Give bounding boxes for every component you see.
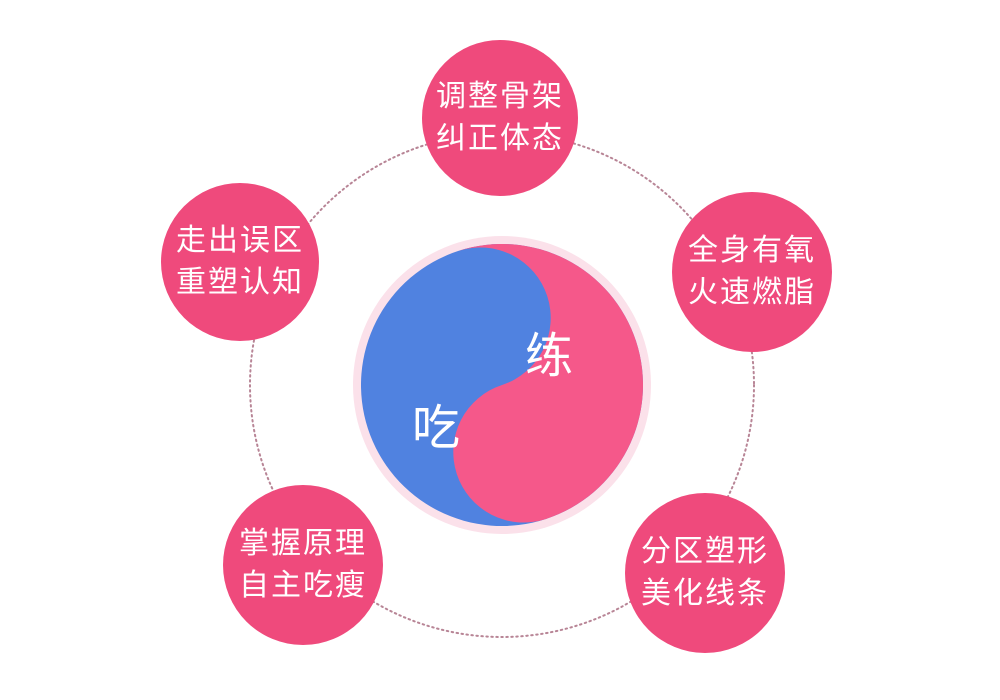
node-mindset: 走出误区 重塑认知 <box>161 183 319 341</box>
node-shaping-line1: 分区塑形 <box>641 534 769 569</box>
node-diet: 掌握原理 自主吃瘦 <box>223 485 383 645</box>
yin-yang-icon <box>361 244 643 526</box>
node-diet-line1: 掌握原理 <box>239 526 367 561</box>
node-shaping-line2: 美化线条 <box>641 576 769 611</box>
node-posture: 调整骨架 纠正体态 <box>422 40 578 196</box>
node-mindset-line2: 重塑认知 <box>176 265 304 300</box>
node-cardio: 全身有氧 火速燃脂 <box>672 192 832 352</box>
center-label-eat: 吃 <box>412 400 461 456</box>
node-diet-line2: 自主吃瘦 <box>239 568 367 603</box>
node-cardio-line2: 火速燃脂 <box>688 275 816 310</box>
node-posture-line2: 纠正体态 <box>436 121 564 156</box>
node-cardio-line1: 全身有氧 <box>688 233 816 268</box>
node-mindset-line1: 走出误区 <box>176 223 304 258</box>
node-shaping: 分区塑形 美化线条 <box>625 493 785 653</box>
center-label-train: 练 <box>525 328 574 384</box>
node-posture-line1: 调整骨架 <box>436 79 564 114</box>
